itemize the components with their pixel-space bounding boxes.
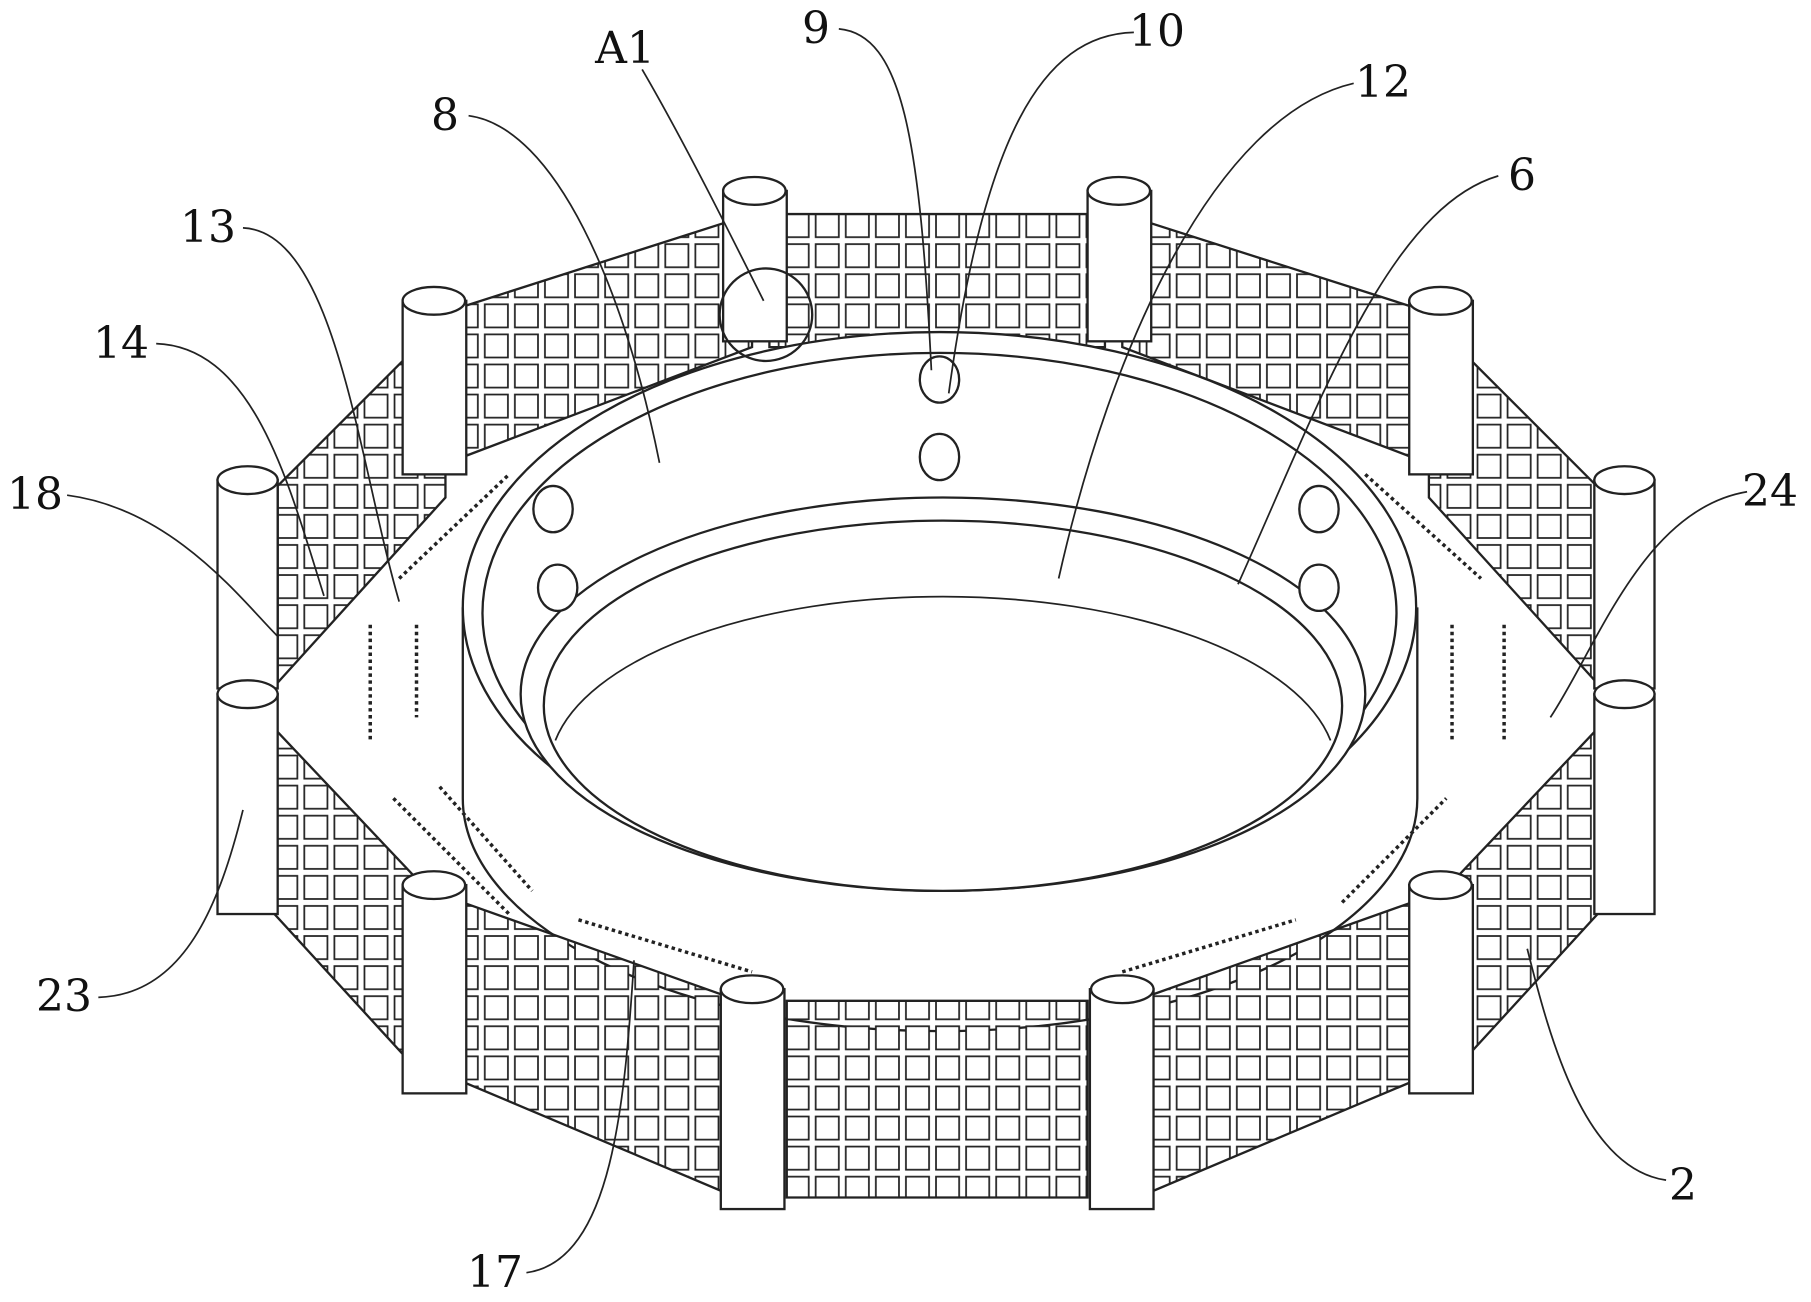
label-24: 24 xyxy=(1742,470,1798,514)
label-23: 23 xyxy=(36,975,92,1019)
label-6: 6 xyxy=(1508,154,1536,198)
label-14: 14 xyxy=(93,322,149,366)
label-18: 18 xyxy=(7,473,63,517)
label-12: 12 xyxy=(1355,61,1411,105)
label-10: 10 xyxy=(1129,10,1185,54)
label-9: 9 xyxy=(802,7,830,51)
label-8: 8 xyxy=(431,94,459,138)
label-17: 17 xyxy=(467,1251,523,1295)
label-13: 13 xyxy=(180,206,236,250)
label-2: 2 xyxy=(1669,1164,1697,1208)
label-a1: A1 xyxy=(595,27,655,71)
